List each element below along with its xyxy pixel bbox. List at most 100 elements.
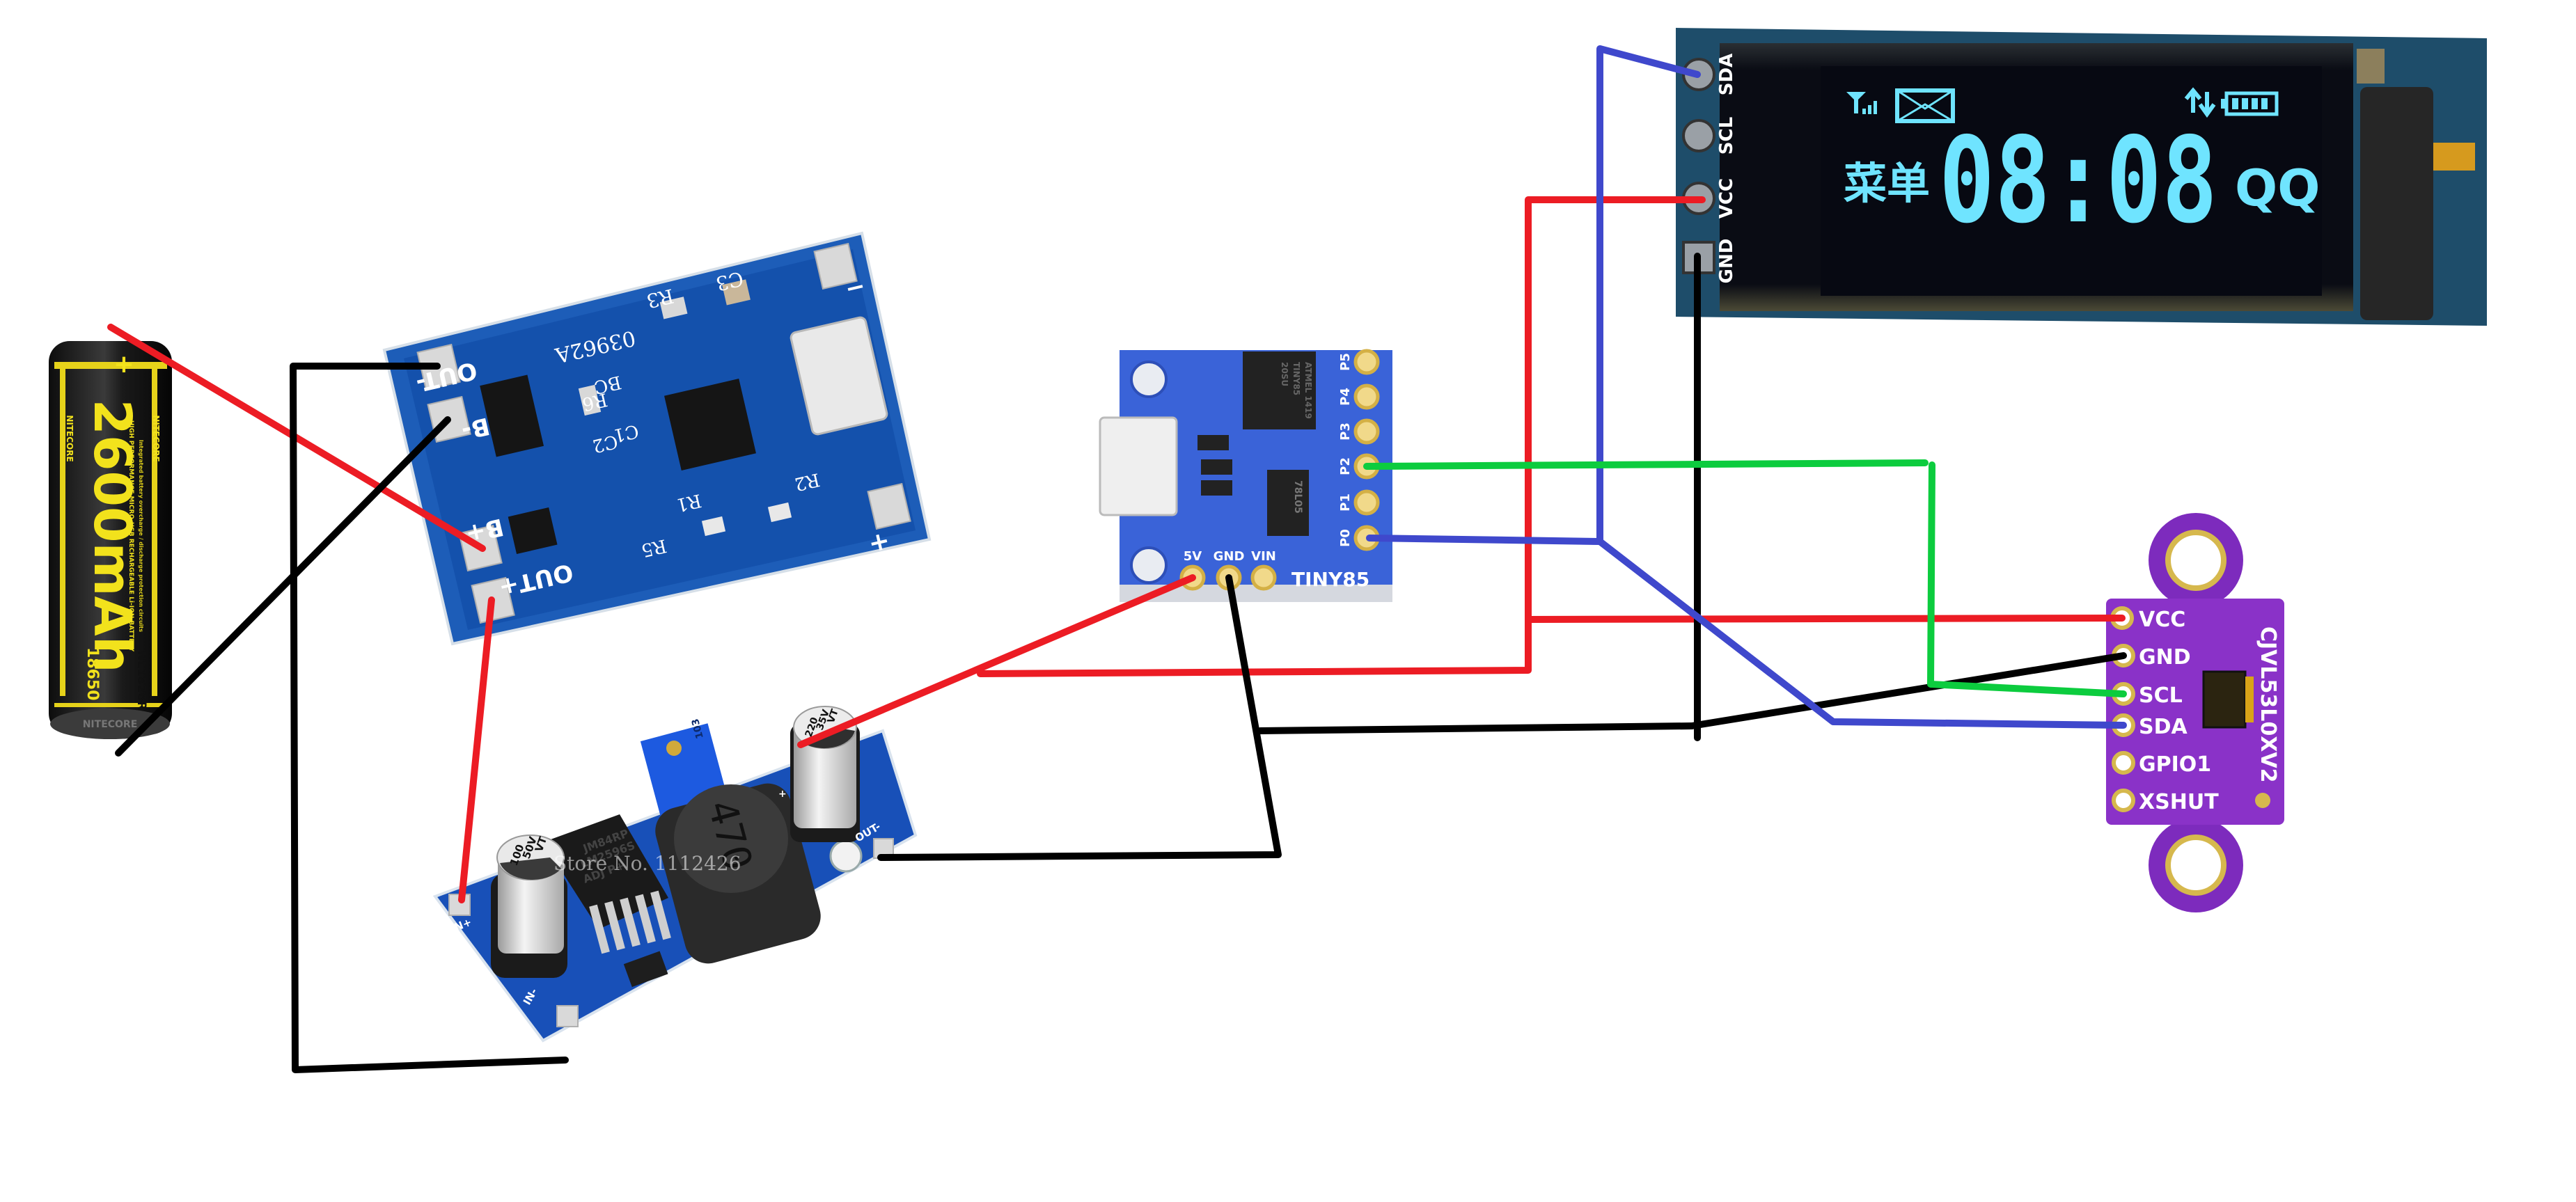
tiny85-label-p3: P3 <box>1338 422 1353 441</box>
wire-buck-out-plus-to-tiny85-5v <box>797 574 1196 748</box>
charger-micro-usb-port <box>790 316 888 436</box>
tiny85-pin-p5[interactable] <box>1353 349 1380 375</box>
tiny85-pin-p4[interactable] <box>1353 383 1380 410</box>
charger-mosfet <box>508 507 558 555</box>
charger-smd-c3 <box>722 279 751 306</box>
sensor-via <box>2255 793 2270 808</box>
wire-charger-out-plus-to-buck-in-plus <box>458 596 495 903</box>
tiny85-label-5v: 5V <box>1184 549 1202 564</box>
sensor-chip-contacts <box>2245 677 2254 722</box>
tiny85-label-p5: P5 <box>1338 353 1353 371</box>
sensor-label-sda: SDA <box>2139 715 2188 739</box>
tiny85-mcu-line2: TINY85 <box>1291 362 1301 395</box>
label-b-minus: B- <box>459 411 492 445</box>
battery-brand: NITECORE <box>151 415 161 461</box>
wire-charger-out-minus-to-buck-in-minus <box>290 363 569 1073</box>
battery-desc-1: HIGH PERFORMANCE MICRO-USB RECHARGEABLE … <box>127 420 134 652</box>
oled-label-scl: SCL <box>1716 117 1737 155</box>
charger-protection-ic <box>480 374 544 457</box>
tiny85-pin-p1[interactable] <box>1353 489 1380 516</box>
pad-in-plus <box>867 482 911 530</box>
wire-5v-to-oled-vcc <box>977 196 1706 677</box>
buck-cap-in-stripe <box>500 857 561 880</box>
sensor-pin-gpio1[interactable] <box>2112 751 2135 775</box>
tiny85-diode-w4-a <box>1201 459 1232 475</box>
wire-5v-to-sensor-vcc <box>1525 615 2126 623</box>
sensor-label-gpio1: GPIO1 <box>2139 752 2211 777</box>
battery-18650: 2600mAh + 18650 NL1826R HIGH PERFORMANCE… <box>49 341 172 739</box>
tiny85-board: ATMEL 1419 TINY85 20SU 78L05 P5 P4 P3 P2… <box>1099 349 1392 602</box>
buck-diode <box>623 951 668 988</box>
battery-model: NL1826R <box>134 651 148 710</box>
wires <box>107 45 2127 1073</box>
charger-tp4056-ic <box>664 379 756 470</box>
sensor-pin-xshut[interactable] <box>2112 789 2135 812</box>
tiny85-label-p4: P4 <box>1338 388 1353 406</box>
battery-desc-2: Integrated battery overcharge / discharg… <box>138 440 144 632</box>
battery-icon <box>2221 91 2279 116</box>
tiny85-label-vin: VIN <box>1251 549 1276 564</box>
battery-brand-2: NITECORE <box>65 415 74 461</box>
sensor-label-gnd: GND <box>2139 645 2191 670</box>
sensor-board-label: CJVL53L0XV2 <box>2256 626 2280 782</box>
wire-battery-minus-to-charger-b-minus <box>115 416 451 757</box>
battery-plus-label: + <box>113 350 134 379</box>
buck-converter-lm2596: JM84RP LM2596S ADJ P+ 100 50V VT 103 470… <box>432 706 918 1043</box>
battery-side-stripe-left <box>60 369 65 696</box>
tiny85-regulator <box>1267 470 1309 536</box>
sensor-label-xshut: XSHUT <box>2139 790 2219 814</box>
battery-bottom-band <box>54 703 167 707</box>
wire-p2-scl-horizontal <box>1363 459 1929 470</box>
charger-led-blue <box>767 502 792 523</box>
tiny85-pin-vin[interactable] <box>1250 564 1277 591</box>
sensor-bottom-hole <box>2165 835 2226 896</box>
tiny85-label-p1: P1 <box>1338 493 1353 512</box>
tiny85-mcu-line1: ATMEL 1419 <box>1303 362 1313 419</box>
buck-trimmer-code: 103 <box>690 718 706 740</box>
tiny85-micro-usb-port[interactable] <box>1099 416 1178 516</box>
wire-buck-out-minus-to-tiny85-gnd <box>877 574 1282 861</box>
pad-in-minus <box>813 242 858 290</box>
tiny85-pin-p3[interactable] <box>1353 418 1380 445</box>
tiny85-label-p2: P2 <box>1338 457 1353 475</box>
buck-cap-out <box>794 724 856 828</box>
oled-pin-scl[interactable] <box>1682 119 1715 152</box>
buck-cap-out-series: VT <box>826 707 841 725</box>
oled-label-vcc: VCC <box>1716 178 1737 219</box>
signal-icon <box>1846 92 1877 114</box>
buck-cap-in <box>498 853 564 954</box>
sensor-label-vcc: VCC <box>2139 608 2185 632</box>
tiny85-regulator-label: 78L05 <box>1292 480 1303 514</box>
pad-buck-in-minus <box>556 1005 579 1027</box>
battery-bottom-brand: NITECORE <box>83 719 138 730</box>
battery-side-stripe <box>152 369 157 696</box>
charger-module-tp4056: OUT- B- B+ OUT+ 03962A R3 C3 BC R6 C1 C2… <box>382 231 932 646</box>
wire-p0-to-sensor-sda <box>1596 538 2127 729</box>
oled-right-text: QQ <box>2235 159 2320 217</box>
oled-time: 08:08 <box>1939 112 2217 250</box>
buck-watermark: Store No. 1112426 <box>553 852 741 875</box>
buck-inductor-top <box>674 784 788 893</box>
oled-menu-text: 菜单 <box>1844 158 1930 209</box>
buck-trimmer-screw[interactable] <box>666 741 682 756</box>
battery-capacity: 2600mAh <box>82 399 142 672</box>
oled-display-module: SDA SCL VCC GND 菜单 08:08 Q <box>1676 28 2487 326</box>
wire-gnd-bus <box>1257 722 1695 734</box>
wire-gnd-to-sensor-gnd <box>1688 652 2127 729</box>
tiny85-mcu-line3: 20SU <box>1280 362 1289 386</box>
tiny85-diode-w4-b <box>1201 480 1232 496</box>
tiny85-label-gnd: GND <box>1214 549 1245 564</box>
sensor-top-hole <box>2165 530 2226 591</box>
charger-smd-r6 <box>578 384 602 416</box>
buck-ic-legs <box>589 890 671 954</box>
charger-smd-r3 <box>659 296 688 319</box>
oled-flex-cover <box>2360 87 2433 320</box>
tiny85-mount-hole-top <box>1130 361 1168 398</box>
buck-cap-out-stripe <box>801 727 855 749</box>
tiny85-label-p0: P0 <box>1338 529 1353 547</box>
wire-p0-to-oled-sda <box>1366 45 1701 545</box>
sensor-chip <box>2202 670 2247 729</box>
tiny85-mount-hole-bottom <box>1130 546 1168 584</box>
buck-mount-hole <box>829 839 863 873</box>
